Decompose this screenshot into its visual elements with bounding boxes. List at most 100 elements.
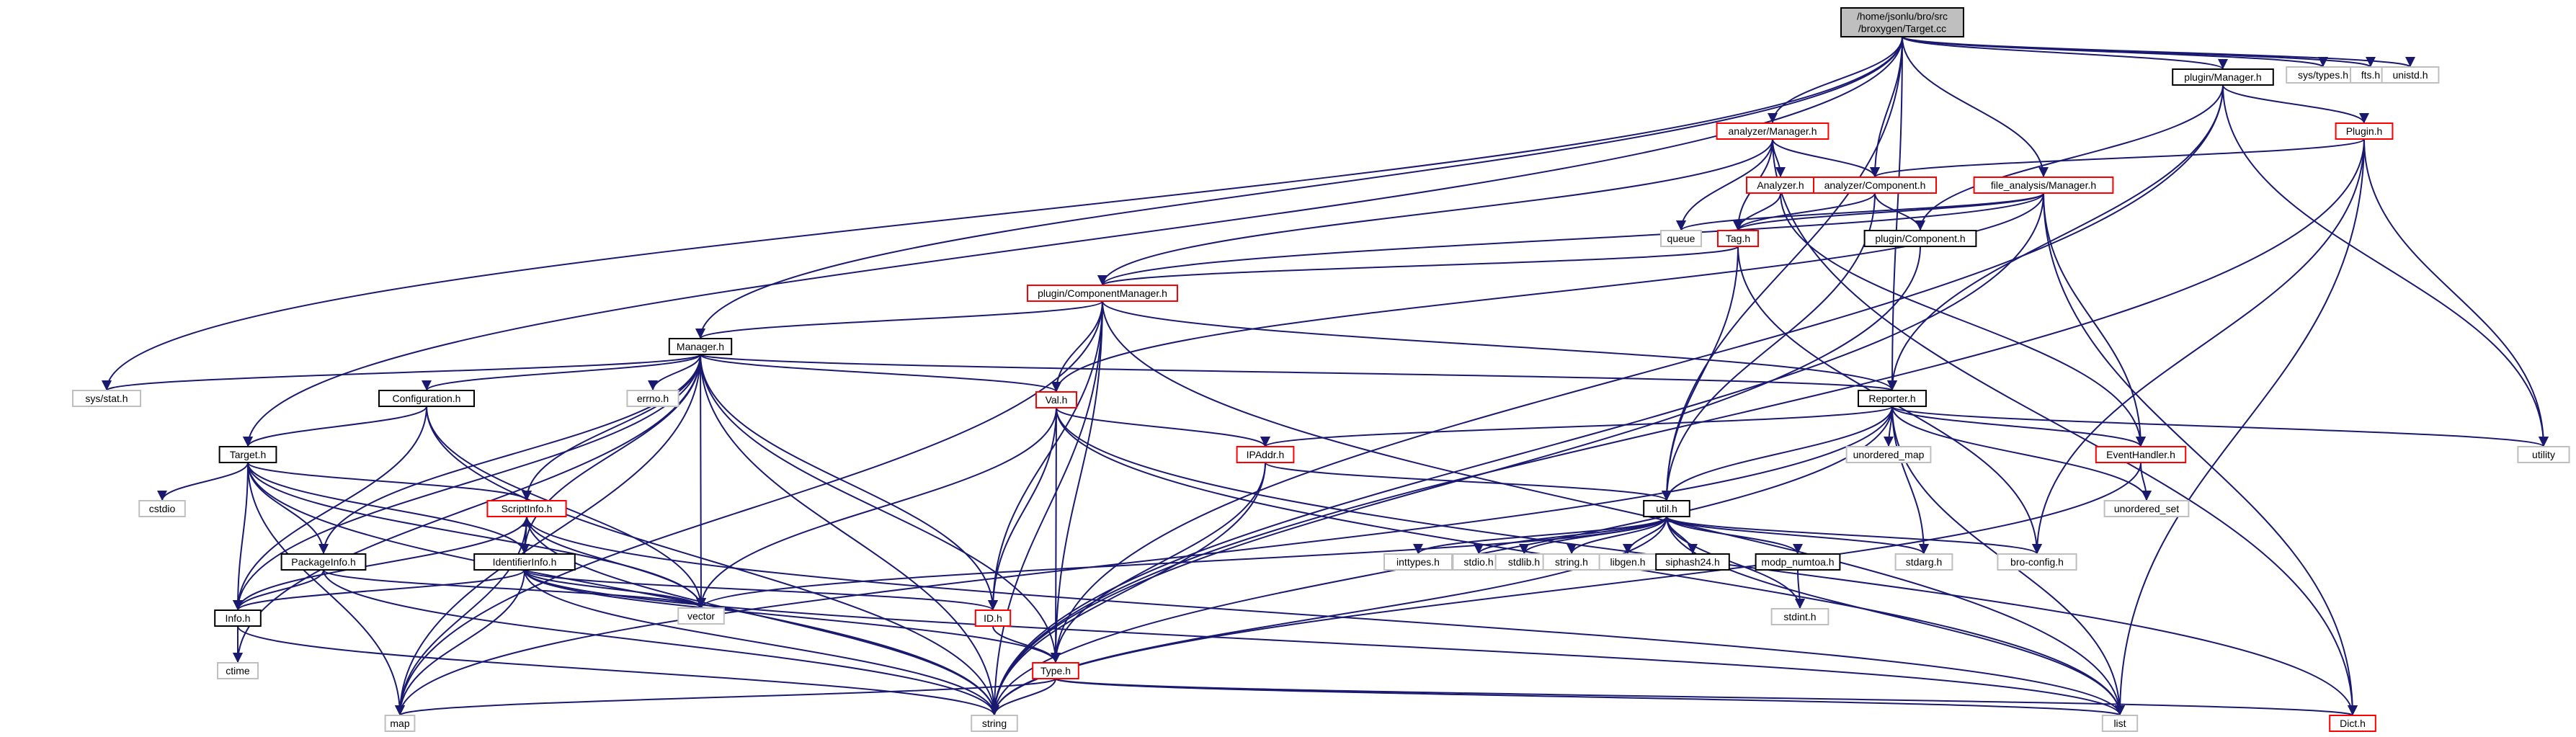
node-plugin-component[interactable]: plugin/Component.h <box>1863 230 1977 247</box>
node-dict[interactable]: Dict.h <box>2329 715 2376 732</box>
node-box <box>2095 446 2187 463</box>
edge-script-info-to-map <box>395 516 527 716</box>
edge-path <box>526 516 2125 716</box>
node-component-manager[interactable]: plugin/ComponentManager.h <box>1027 285 1178 302</box>
edge-manager-h-to-errno <box>648 354 701 391</box>
node-analyzer-component[interactable]: analyzer/Component.h <box>1813 177 1937 194</box>
edge-manager-h-to-identifier-info <box>520 354 701 555</box>
edge-configuration-to-info <box>233 406 427 611</box>
edge-target-to-identifier-info <box>247 462 530 555</box>
edge-path <box>157 462 249 501</box>
edge-target-to-map <box>247 462 405 716</box>
node-modp[interactable]: modp_numtoa.h <box>1755 553 1841 571</box>
node-target[interactable]: Target.h <box>218 446 277 463</box>
node-val[interactable]: Val.h <box>1035 391 1077 408</box>
edge-path <box>696 516 1667 609</box>
edge-path <box>233 406 427 611</box>
node-plugin-h[interactable]: Plugin.h <box>2335 122 2394 140</box>
node-cstdio[interactable]: cstdio <box>138 500 186 517</box>
node-util[interactable]: util.h <box>1643 500 1690 517</box>
edge-path <box>526 516 999 716</box>
edge-fa-manager-to-string <box>989 192 2044 716</box>
edge-path <box>989 516 1667 716</box>
node-map[interactable]: map <box>384 715 416 732</box>
node-configuration[interactable]: Configuration.h <box>378 390 475 407</box>
node-analyzer-manager[interactable]: analyzer/Manager.h <box>1716 122 1830 140</box>
node-sys-types[interactable]: sys/types.h <box>2286 66 2361 84</box>
node-analyzer-h[interactable]: Analyzer.h <box>1746 177 1815 194</box>
node-box <box>1755 553 1841 571</box>
node-sys-stat[interactable]: sys/stat.h <box>72 390 141 407</box>
node-unordered-set[interactable]: unordered_set <box>2103 500 2190 517</box>
edge-path <box>524 569 1061 664</box>
edge-path <box>1902 36 2328 68</box>
node-box <box>378 390 475 407</box>
edge-util-to-stdarg <box>1666 516 1929 555</box>
node-label: analyzer/Component.h <box>1824 179 1926 191</box>
node-stdarg[interactable]: stdarg.h <box>1894 553 1953 571</box>
edge-path <box>700 354 1061 393</box>
node-info[interactable]: Info.h <box>214 609 262 627</box>
node-libgen[interactable]: libgen.h <box>1598 553 1657 571</box>
edge-path <box>1662 36 1903 501</box>
node-plugin-manager[interactable]: plugin/Manager.h <box>2172 68 2274 86</box>
node-tag[interactable]: Tag.h <box>1717 230 1759 247</box>
node-label: Type.h <box>1040 665 1071 676</box>
node-errno[interactable]: errno.h <box>626 390 679 407</box>
node-label: ctime <box>226 665 250 676</box>
node-script-info[interactable]: ScriptInfo.h <box>486 500 567 517</box>
edge-manager-h-to-val <box>700 354 1061 393</box>
edge-analyzer-manager-to-dict <box>1772 138 2358 716</box>
edge-path <box>233 354 701 664</box>
node-inttypes[interactable]: inttypes.h <box>1383 553 1453 571</box>
node-stdio[interactable]: stdio.h <box>1452 553 1505 571</box>
node-root[interactable]: /home/jsonlu/bro/src/broxygen/Target.cc <box>1840 7 1964 37</box>
node-box <box>214 609 262 627</box>
node-fts[interactable]: fts.h <box>2350 66 2392 84</box>
node-fa-manager[interactable]: file_analysis/Manager.h <box>1973 177 2114 194</box>
edge-util-to-string-h <box>1566 516 1667 555</box>
edge-manager-h-to-vector <box>695 354 706 609</box>
node-string-h[interactable]: string.h <box>1542 553 1601 571</box>
node-stdint[interactable]: stdint.h <box>1770 608 1830 625</box>
node-string[interactable]: string <box>971 715 1018 732</box>
node-ipaddr[interactable]: IPAddr.h <box>1236 446 1295 463</box>
node-utility[interactable]: utility <box>2517 446 2570 463</box>
node-label: queue <box>1667 233 1695 244</box>
edge-path <box>989 300 1103 716</box>
edge-path <box>1102 300 1897 391</box>
node-unistd[interactable]: unistd.h <box>2381 66 2440 84</box>
node-siphash[interactable]: siphash24.h <box>1655 553 1730 571</box>
edge-path <box>989 462 2142 716</box>
node-box <box>486 500 567 517</box>
node-unordered-map[interactable]: unordered_map <box>1845 446 1932 463</box>
node-identifier-info[interactable]: IdentifierInfo.h <box>473 553 576 571</box>
node-type-h[interactable]: Type.h <box>1032 662 1079 679</box>
edge-path <box>1772 138 2358 716</box>
edge-type-h-to-string <box>989 678 1056 716</box>
node-vector[interactable]: vector <box>677 607 725 625</box>
edge-analyzer-component-to-tag <box>1733 192 1876 231</box>
node-queue[interactable]: queue <box>1660 230 1702 247</box>
edge-path <box>247 462 532 501</box>
node-list[interactable]: list <box>2101 715 2139 732</box>
node-bro-config[interactable]: bro-config.h <box>1997 553 2077 571</box>
edge-path <box>2140 462 2152 501</box>
node-id-h[interactable]: ID.h <box>974 609 1012 627</box>
node-box <box>2381 66 2440 84</box>
edge-manager-h-to-string <box>700 354 999 716</box>
node-label: plugin/ComponentManager.h <box>1038 287 1167 299</box>
edge-path <box>1102 300 2125 716</box>
node-manager-h[interactable]: Manager.h <box>668 338 733 355</box>
node-box <box>1032 662 1079 679</box>
edge-ipaddr-to-util <box>1265 462 1672 501</box>
node-reporter[interactable]: Reporter.h <box>1858 390 1927 407</box>
node-box <box>1660 230 1702 247</box>
node-box <box>1770 608 1830 625</box>
node-package-info[interactable]: PackageInfo.h <box>280 553 367 571</box>
node-label: unordered_map <box>1853 449 1925 460</box>
node-event-handler[interactable]: EventHandler.h <box>2095 446 2187 463</box>
node-ctime[interactable]: ctime <box>217 662 259 679</box>
node-label: fts.h <box>2361 69 2380 81</box>
